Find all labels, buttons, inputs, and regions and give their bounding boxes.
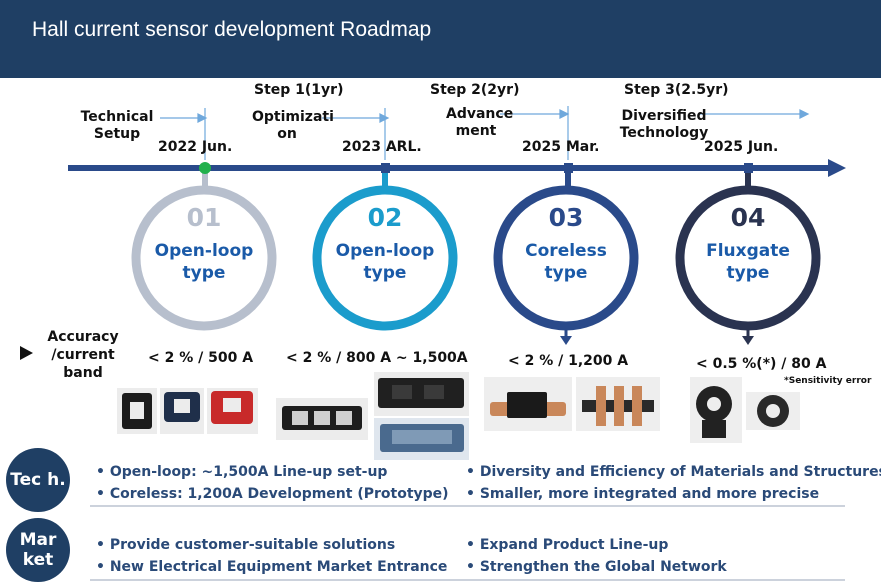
- photo-group-1: [117, 388, 258, 434]
- circle-02: [312, 185, 458, 331]
- tech-right-2: • Smaller, more integrated and more prec…: [466, 486, 820, 502]
- circle-01-number: 01: [186, 203, 222, 232]
- market-left-2: • New Electrical Equipment Market Entran…: [96, 559, 448, 575]
- market-left-1: • Provide customer-suitable solutions: [96, 537, 396, 553]
- step-2-label: Step 2(2yr): [430, 82, 520, 98]
- footnote: *Sensitivity error: [784, 376, 872, 386]
- photo-group-3: [484, 377, 660, 431]
- step-3-label: Step 3(2.5yr): [624, 82, 729, 98]
- market-badge: Mar ket: [6, 518, 70, 582]
- spec-2: < 2 % / 800 A ~ 1,500A: [286, 350, 468, 366]
- step-1-label: Step 1(1yr): [254, 82, 344, 98]
- timeline-arrowhead: [828, 159, 846, 177]
- pointer-triangle: [20, 346, 33, 360]
- market-right-1: • Expand Product Line-up: [466, 537, 669, 553]
- circle-01: [131, 185, 277, 331]
- tech-right-1: • Diversity and Efficiency of Materials …: [466, 464, 881, 480]
- date-4: 2025 Jun.: [704, 139, 779, 155]
- date-1: 2022 Jun.: [158, 139, 233, 155]
- market-right-2: • Strengthen the Global Network: [466, 559, 727, 575]
- tech-left-2: • Coreless: 1,200A Development (Prototyp…: [96, 486, 449, 502]
- page-title: Hall current sensor development Roadmap: [32, 18, 432, 41]
- spec-3: < 2 % / 1,200 A: [508, 353, 629, 369]
- date-2: 2023 ARL.: [342, 139, 422, 155]
- tech-left-1: • Open-loop: ~1,500A Line-up set-up: [96, 464, 388, 480]
- circle-03-number: 03: [548, 203, 584, 232]
- tech-badge: Tec h.: [6, 448, 70, 512]
- accuracy-label: Accuracy /current band: [47, 329, 119, 381]
- header-bar: [0, 0, 881, 78]
- phase-diversified-technology: Diversified Technology: [619, 108, 709, 141]
- date-3: 2025 Mar.: [522, 139, 600, 155]
- phase-technical-setup: Technical Setup: [80, 109, 154, 142]
- spec-1: < 2 % / 500 A: [148, 350, 254, 366]
- circle-04-number: 04: [730, 203, 766, 232]
- photo-group-2: [276, 372, 469, 460]
- phase-advancement: Advance ment: [446, 106, 514, 139]
- timeline-node-start: [199, 162, 211, 174]
- photo-group-4: [690, 377, 800, 443]
- phase-optimization: Optimizati on: [252, 109, 334, 142]
- spec-4: < 0.5 %(*) / 80 A: [696, 356, 827, 372]
- circle-02-number: 02: [367, 203, 403, 232]
